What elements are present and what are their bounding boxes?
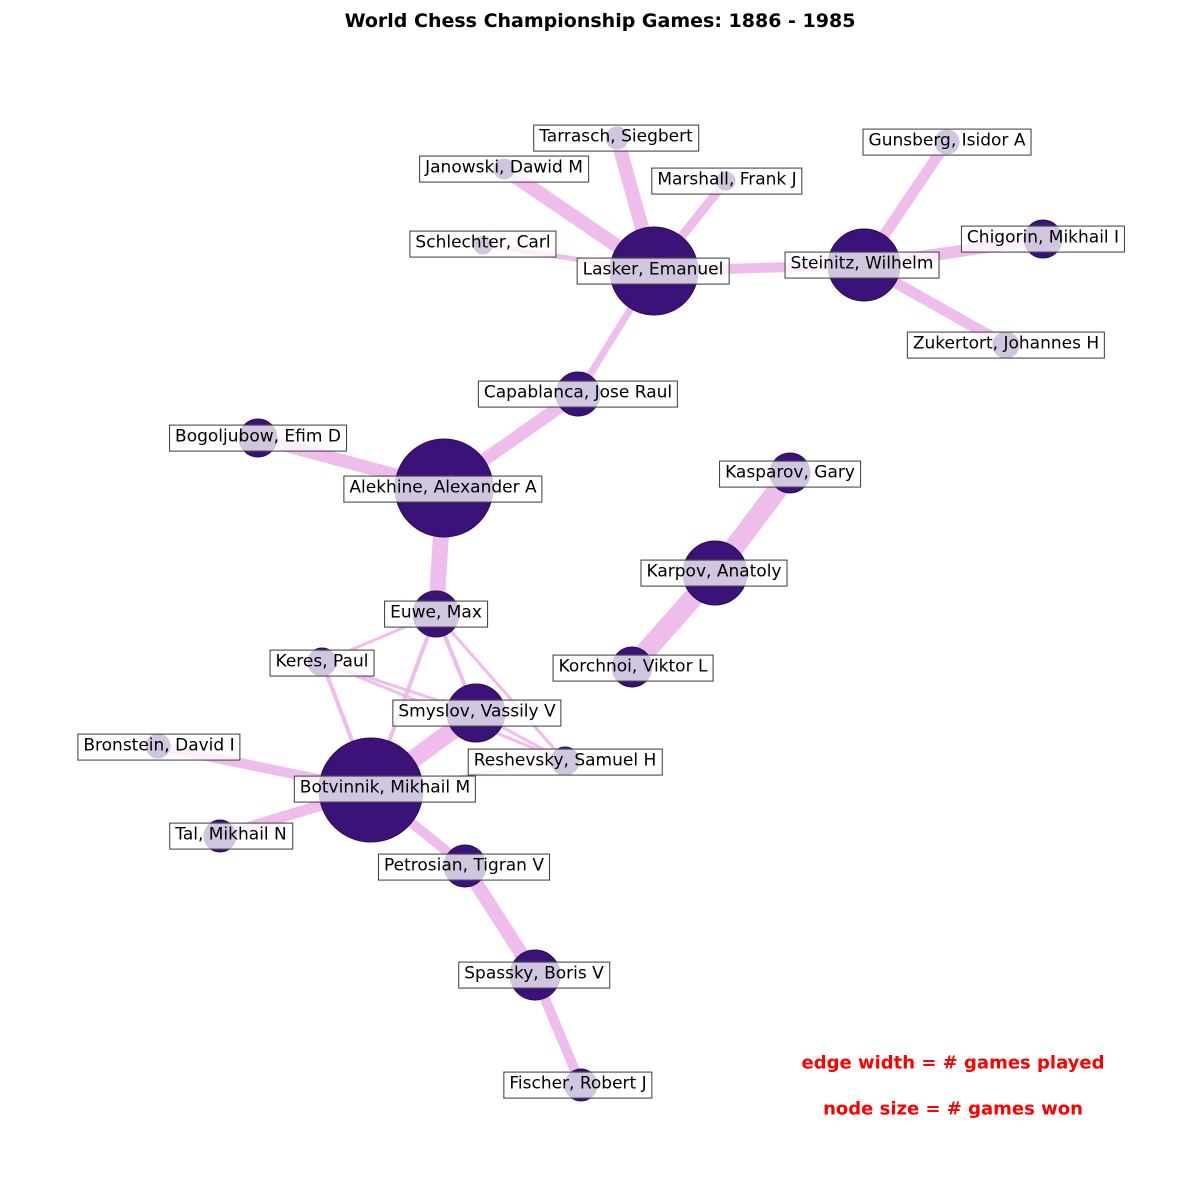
node-label-fischer[interactable]: Fischer, Robert J: [503, 1071, 653, 1099]
node-label-spassky[interactable]: Spassky, Boris V: [458, 961, 610, 989]
node-label-capablanca[interactable]: Capablanca, Jose Raul: [477, 380, 679, 408]
legend-node-size: node size = # games won: [823, 1098, 1083, 1120]
node-label-kasparov[interactable]: Kasparov, Gary: [719, 460, 861, 488]
node-label-botvinnik[interactable]: Botvinnik, Mikhail M: [293, 775, 477, 803]
node-label-petrosian[interactable]: Petrosian, Tigran V: [378, 853, 550, 881]
node-label-bogoljubow[interactable]: Bogoljubow, Efim D: [169, 424, 347, 452]
node-label-schlechter[interactable]: Schlechter, Carl: [409, 230, 557, 258]
node-label-korchnoi[interactable]: Korchnoi, Viktor L: [552, 654, 714, 682]
node-label-tal[interactable]: Tal, Mikhail N: [169, 822, 293, 850]
node-label-karpov[interactable]: Karpov, Anatoly: [640, 559, 788, 587]
node-label-steinitz[interactable]: Steinitz, Wilhelm: [784, 251, 940, 279]
graph-edge: [434, 613, 567, 762]
legend-edge-width: edge width = # games played: [801, 1052, 1105, 1074]
node-label-reshevsky[interactable]: Reshevsky, Samuel H: [467, 748, 663, 776]
node-label-lasker[interactable]: Lasker, Emanuel: [576, 257, 730, 285]
page-title: World Chess Championship Games: 1886 - 1…: [344, 10, 856, 32]
node-label-keres[interactable]: Keres, Paul: [269, 649, 375, 677]
node-label-tarrasch[interactable]: Tarrasch, Siegbert: [533, 124, 699, 152]
node-label-zukertort[interactable]: Zukertort, Johannes H: [906, 331, 1106, 359]
node-label-bronstein[interactable]: Bronstein, David I: [77, 733, 241, 761]
node-label-chigorin[interactable]: Chigorin, Mikhail I: [960, 225, 1126, 253]
node-label-marshall[interactable]: Marshall, Frank J: [651, 167, 803, 195]
node-label-gunsberg[interactable]: Gunsberg, Isidor A: [862, 128, 1032, 156]
node-label-smyslov[interactable]: Smyslov, Vassily V: [392, 699, 562, 727]
node-label-janowski[interactable]: Janowski, Dawid M: [419, 155, 589, 183]
node-label-alekhine[interactable]: Alekhine, Alexander A: [343, 475, 543, 503]
node-label-euwe[interactable]: Euwe, Max: [384, 600, 488, 628]
